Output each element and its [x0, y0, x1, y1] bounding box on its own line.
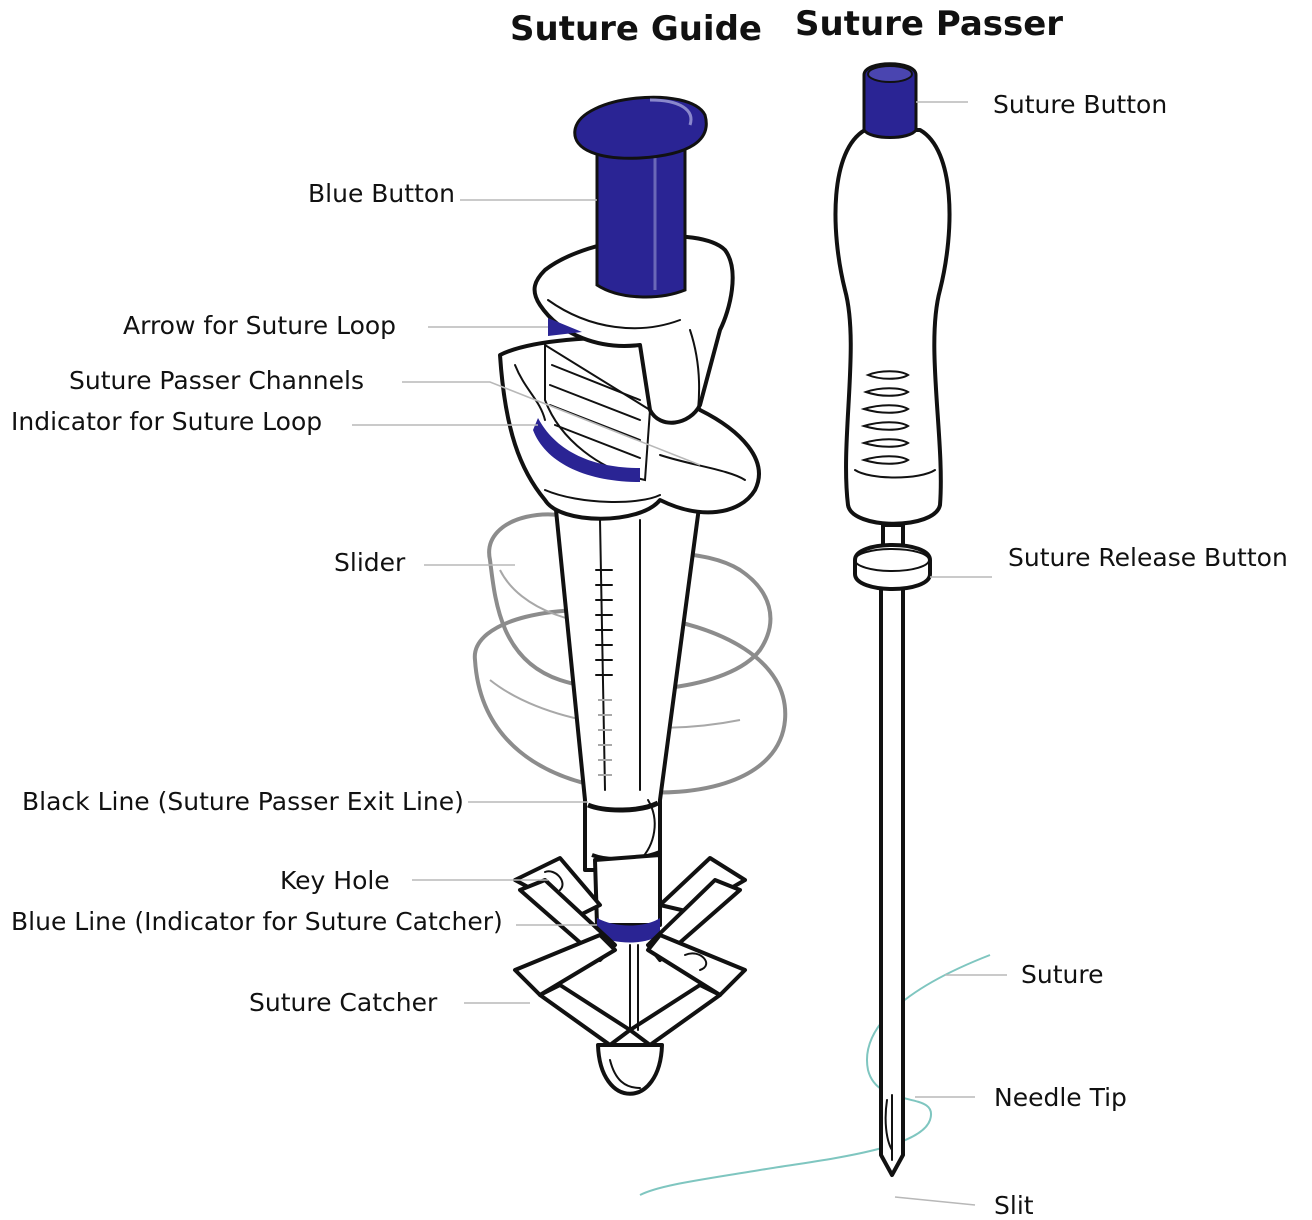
suture-passer-title: Suture Passer	[795, 4, 1063, 44]
suture-passer-drawing	[640, 64, 990, 1195]
label-suture-button: Suture Button	[993, 90, 1167, 119]
label-suture: Suture	[1021, 960, 1103, 989]
label-key-hole: Key Hole	[280, 866, 390, 895]
label-blue-button: Blue Button	[308, 179, 455, 208]
label-arrow-suture-loop: Arrow for Suture Loop	[123, 311, 396, 340]
label-blue-line: Blue Line (Indicator for Suture Catcher)	[11, 907, 503, 936]
label-suture-catcher: Suture Catcher	[249, 988, 438, 1017]
suture-button-shape	[864, 64, 916, 138]
label-needle-tip: Needle Tip	[994, 1083, 1127, 1112]
label-slit: Slit	[994, 1191, 1034, 1220]
label-indicator-suture-loop: Indicator for Suture Loop	[11, 407, 322, 436]
suture-guide-drawing	[475, 97, 785, 1094]
label-slider: Slider	[334, 548, 406, 577]
label-suture-passer-channels: Suture Passer Channels	[69, 366, 364, 395]
suture-release-button-shape	[855, 525, 930, 589]
label-black-line: Black Line (Suture Passer Exit Line)	[22, 787, 464, 816]
suture-guide-title: Suture Guide	[510, 9, 762, 49]
label-suture-release-button: Suture Release Button	[1008, 543, 1288, 572]
